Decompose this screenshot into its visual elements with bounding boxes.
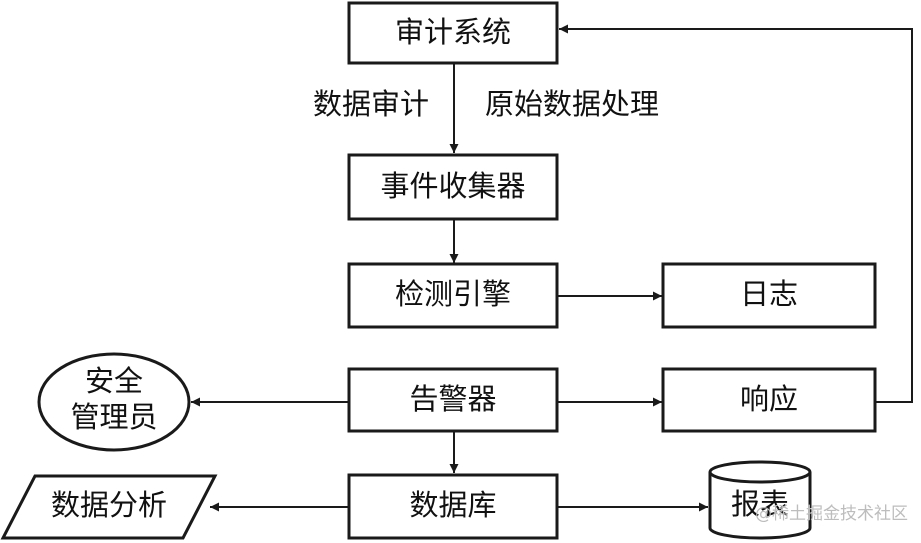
node-report — [708, 460, 812, 540]
node-audit-system — [347, 1, 559, 65]
label-log: 日志 — [740, 277, 798, 311]
node-response — [661, 367, 877, 433]
label-detection-engine: 检测引擎 — [395, 277, 511, 311]
node-alarm — [347, 367, 559, 433]
watermark: @稀土掘金技术社区 — [755, 504, 908, 524]
label-alarm: 告警器 — [409, 382, 496, 416]
label-response: 响应 — [740, 382, 798, 416]
label-event-collector: 事件收集器 — [380, 169, 525, 203]
node-security-admin — [37, 352, 191, 452]
edge-label-raw-processing: 原始数据处理 — [485, 87, 659, 121]
node-detection-engine — [347, 262, 559, 329]
node-data-analysis — [0, 474, 218, 540]
node-database — [347, 473, 559, 540]
label-report: 报表 — [731, 487, 789, 521]
label-database: 数据库 — [409, 488, 496, 522]
label-data-analysis: 数据分析 — [51, 488, 167, 522]
label-admin-line1: 安全 — [85, 364, 143, 398]
label-admin-line2: 管理员 — [70, 400, 157, 434]
edge-response-feedback — [559, 24, 913, 403]
node-event-collector — [347, 153, 559, 221]
label-audit-system: 审计系统 — [395, 15, 511, 49]
edge-label-data-audit: 数据审计 — [313, 87, 429, 121]
node-log — [661, 262, 877, 329]
